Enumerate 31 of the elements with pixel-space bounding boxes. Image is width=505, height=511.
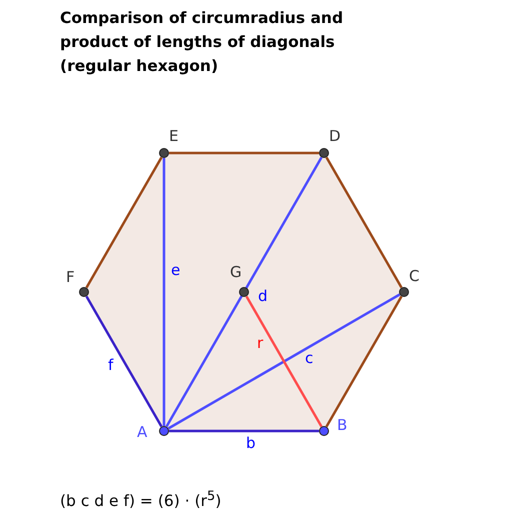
point-label: G [230,264,242,280]
line-segment [85,156,163,288]
point-label: A [137,424,148,440]
point-label: F [66,269,75,285]
point-label: E [169,128,178,144]
segment-label: e [171,262,180,278]
line-segment [325,156,403,288]
line-segment [165,156,323,428]
segment-label: f [108,357,114,373]
segment-label: c [305,350,314,366]
line-segment [85,296,163,428]
point-label: C [409,268,420,284]
point-dot [159,148,169,158]
point-dot [159,426,169,436]
line-segment [168,293,400,430]
diagram-title: Comparison of circumradius and product of lengths of diagonals (regular hexagon) [60,8,344,77]
segment-label: d [258,288,268,304]
line-segment [169,152,319,154]
formula: (b c d e f) = (6) · (r$^{5}$) [60,489,222,510]
point-label: D [329,128,341,144]
point-label: B [337,417,348,433]
point-dot [79,287,89,297]
line-segment [245,296,323,428]
segment-label: r [257,335,264,351]
segment-label: b [246,435,256,451]
line-segment [162,158,166,426]
line-segment [325,296,403,428]
point-dot [319,426,329,436]
point-dot [399,287,409,297]
point-dot [319,148,329,158]
line-segment [169,430,319,432]
